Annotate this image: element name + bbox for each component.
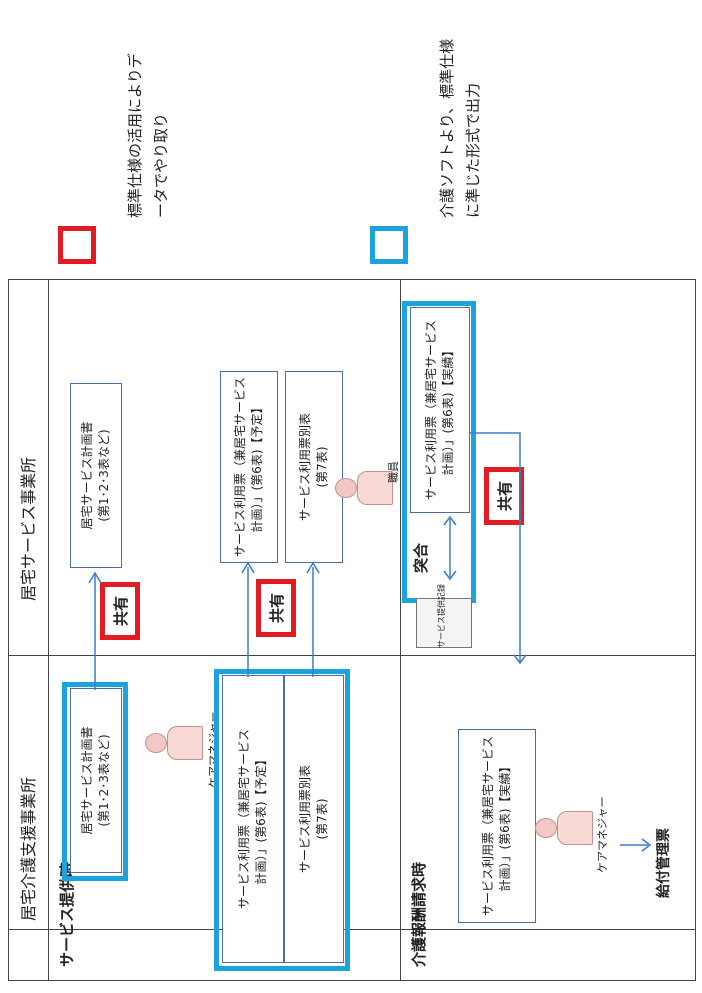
legend-red-swatch [58, 226, 96, 264]
arrow-actual [470, 432, 527, 665]
separate-left-box: サービス利用票別表 (第7表) [284, 675, 344, 963]
care-plan-left-box: 居宅サービス計画書 (第1･2･3表など) [70, 688, 122, 873]
reconcile-label: 突合 [412, 542, 430, 573]
actual-right-line1: サービス利用票（兼居宅サービス [424, 320, 438, 501]
column-title-home-service: 居宅サービス事業所 [19, 456, 38, 601]
legend-red-text-1: 標準仕様の活用によりデ [126, 53, 144, 218]
arrow-separate [306, 561, 320, 677]
row-title-billing-time: 介護報酬請求時 [410, 861, 428, 967]
reconcile-arrow [443, 515, 457, 581]
separate-left-line1: サービス利用票別表 [298, 765, 312, 874]
arrow-usage [241, 561, 255, 677]
service-record-label: サービス提供記録 [437, 584, 446, 648]
separate-left-line2: (第7表) [315, 798, 329, 840]
legend-blue-swatch [370, 226, 408, 264]
legend-blue-text-1: 介護ソフトより、標準仕様 [438, 38, 456, 218]
staff-label: 職員 [387, 461, 400, 483]
legend-red-text-2: ータでやり取り [152, 112, 170, 218]
legend-blue-text-2: に準じた形式で出力 [464, 82, 482, 218]
usage-right-line2: 計画）」(第6表)【予定】 [250, 401, 264, 533]
care-manager-label-bottom: ケアマネジャー [596, 796, 609, 873]
column-divider [8, 655, 696, 656]
shared-badge-2: 共有 [256, 579, 296, 637]
benefit-sheet-label: 給付管理票 [656, 828, 672, 898]
care-plan-right-box: 居宅サービス計画書 (第1･2･3表など) [70, 383, 122, 568]
row-header-band [8, 929, 696, 981]
row-divider [400, 279, 401, 981]
usage-right-line1: サービス利用票（兼居宅サービス [233, 377, 247, 558]
separate-right-line2: (第7表) [315, 446, 329, 488]
care-plan-right-line2: (第1･2･3表など) [97, 429, 111, 522]
shared-badge-1: 共有 [100, 582, 140, 640]
actual-left-line1: サービス利用票（兼居宅サービス [481, 736, 495, 917]
care-plan-right-line1: 居宅サービス計画書 [80, 421, 94, 530]
actual-right-line2: 計画）」(第6表)【実績】 [441, 344, 455, 476]
actual-left-box: サービス利用票（兼居宅サービス 計画）」(第6表)【実績】 [458, 729, 536, 923]
usage-left-box: サービス利用票（兼居宅サービス 計画）」(第6表)【予定】 [222, 675, 284, 963]
care-plan-left-line2: (第1･2･3表など) [97, 734, 111, 827]
care-plan-left-line1: 居宅サービス計画書 [80, 726, 94, 835]
arrow-benefit [620, 838, 652, 852]
arrow-care-plan [88, 571, 102, 690]
actual-left-line2: 計画）」(第6表)【実績】 [498, 760, 512, 892]
column-title-care-support: 居宅介護支援事業所 [19, 776, 38, 921]
usage-left-line1: サービス利用票（兼居宅サービス [237, 729, 251, 910]
separate-right-box: サービス利用票別表 (第7表) [285, 371, 343, 563]
usage-right-box: サービス利用票（兼居宅サービス 計画）」(第6表)【予定】 [220, 371, 278, 563]
actual-right-box: サービス利用票（兼居宅サービス 計画）」(第6表)【実績】 [410, 307, 470, 513]
usage-left-line2: 計画）」(第6表)【予定】 [254, 753, 268, 885]
separate-right-line1: サービス利用票別表 [298, 413, 312, 522]
header-divider [48, 279, 49, 981]
